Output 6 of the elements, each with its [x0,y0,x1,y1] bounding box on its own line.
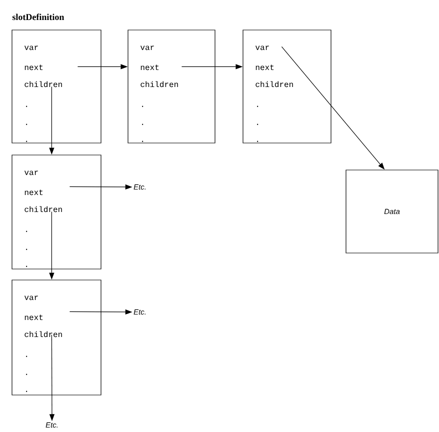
record-box: var next children . . . [12,280,102,396]
diagram-title: slotDefinition [12,14,64,20]
record-box: var next children . . . [242,30,332,144]
record-box: var next children . . . [128,30,216,144]
record-box: var next children . . . [12,154,102,270]
record-box: var next children . . . [12,30,102,144]
